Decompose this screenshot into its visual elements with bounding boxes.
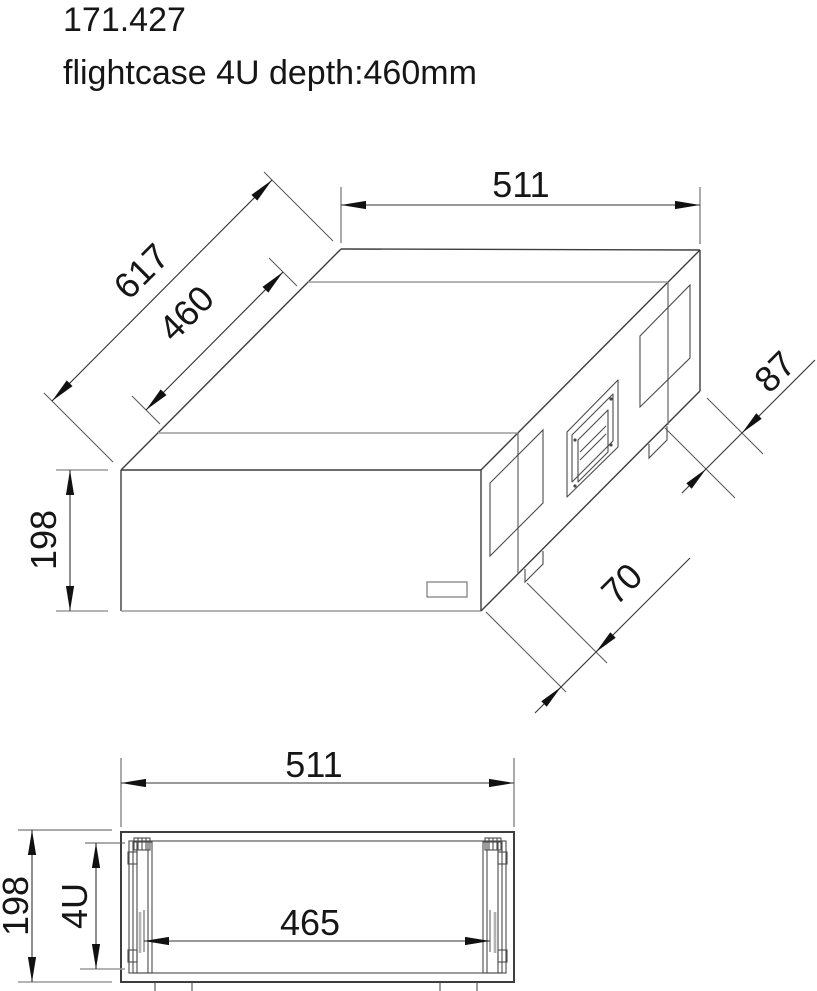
isometric-view: 617 460 511 198 <box>23 164 816 714</box>
handle-rivet-icon <box>573 484 577 488</box>
right-rack-rail <box>482 837 508 974</box>
dim-rack-units: 4U <box>54 842 125 970</box>
dim-height-front: 198 <box>0 829 112 983</box>
inner-shell <box>128 840 507 974</box>
rail-clip <box>497 949 508 963</box>
dim-width-front-label: 511 <box>285 744 342 785</box>
lid-seams <box>158 281 669 574</box>
back-top-edge <box>340 248 701 251</box>
arrowhead-icon <box>541 687 561 707</box>
handle-dish-outer <box>566 379 619 498</box>
dim-rack-units-label: 4U <box>54 883 95 929</box>
extension-line <box>664 427 736 499</box>
dim-rear-foot-label: 87 <box>746 343 803 400</box>
handle-rivet-icon <box>609 397 613 401</box>
extension-line <box>43 392 114 463</box>
handle-rivet-icon <box>609 443 613 447</box>
dim-height-iso-label: 198 <box>23 510 64 570</box>
rail-clip <box>127 851 138 865</box>
extension-line <box>485 611 567 693</box>
dim-height-iso: 198 <box>23 469 108 612</box>
left-rack-rail <box>127 837 153 974</box>
label-plate <box>426 581 468 598</box>
rail-body <box>132 841 153 974</box>
dimension-line <box>145 271 284 411</box>
handle-dish-inner <box>571 393 614 483</box>
front-case-outline <box>120 831 515 983</box>
handle-rivet-icon <box>573 438 577 442</box>
arrowhead-icon <box>596 632 616 652</box>
front-foot <box>524 551 544 584</box>
extension-line <box>263 171 334 242</box>
dim-depth-outer-label: 617 <box>105 235 176 306</box>
recessed-handle <box>566 379 619 498</box>
dim-width-iso-label: 511 <box>492 164 549 205</box>
rear-foot <box>648 426 668 460</box>
rail-body <box>482 841 503 974</box>
dim-front-foot-label: 70 <box>593 555 650 612</box>
handle-grip-top <box>579 425 607 453</box>
dim-rear-foot-offset: 87 <box>664 343 816 499</box>
title-block: 171.427 flightcase 4U depth:460mm <box>63 1 477 92</box>
product-subtitle: flightcase 4U depth:460mm <box>63 54 477 92</box>
product-code: 171.427 <box>63 1 186 39</box>
front-latch-panel <box>489 428 544 558</box>
case-feet <box>524 426 668 584</box>
rail-clip <box>497 851 508 865</box>
front-view-feet <box>154 982 478 991</box>
handle-cup <box>577 409 609 483</box>
rail-clip <box>127 949 138 963</box>
dimension-line <box>51 179 273 402</box>
dim-inner-width: 465 <box>143 902 491 952</box>
front-view: 511 198 4U 465 <box>0 744 515 991</box>
rail-hinge-top <box>133 837 151 851</box>
latch-panels <box>489 283 691 558</box>
dim-depth-inner-label: 460 <box>150 277 221 348</box>
outer-shell <box>120 831 515 983</box>
handle-grip-bottom <box>579 433 607 461</box>
arrowhead-icon <box>686 469 706 489</box>
rear-latch-panel <box>639 283 691 409</box>
rail-hinge-top <box>484 837 502 851</box>
extension-line <box>706 397 764 455</box>
arrowhead-icon <box>742 413 762 433</box>
dim-front-foot-offset: 70 <box>485 555 691 714</box>
dim-inner-width-label: 465 <box>280 902 340 943</box>
dim-width-front: 511 <box>120 744 515 827</box>
side-bottom-edge <box>480 390 701 612</box>
extension-line <box>526 582 608 664</box>
dim-height-front-label: 198 <box>0 876 36 936</box>
dim-width-iso: 511 <box>340 164 701 244</box>
